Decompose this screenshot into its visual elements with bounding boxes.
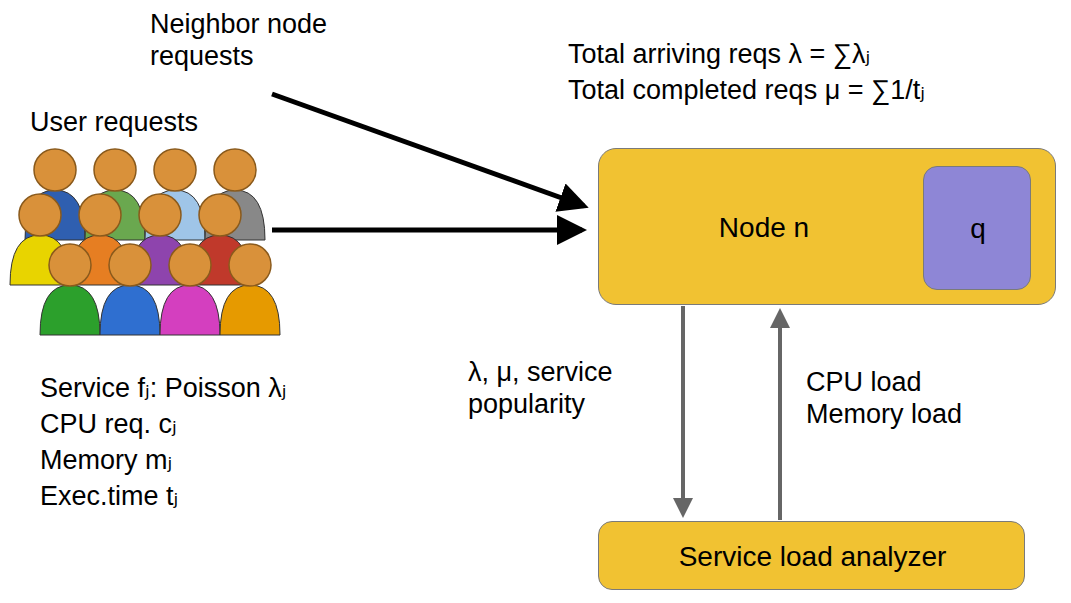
flow-arrow [778,312,782,520]
annotation-text: Memory mⱼ [40,444,460,476]
person-head [79,194,121,236]
person-head [139,194,181,236]
annotation-text: Total completed reqs μ = ∑1/tⱼ [568,74,1068,106]
person-body [220,285,280,335]
request-arrow [272,94,584,206]
person-head [169,244,211,286]
annotation-text: Service fⱼ: Poisson λⱼ [40,372,460,404]
node-label: Service load analyzer [679,540,947,574]
process-box: Node n q [598,148,1056,305]
node-text-area: Node n [599,149,929,306]
person-head [49,244,91,286]
person-head [34,149,76,191]
node-label: Node n [719,211,809,245]
person-head [154,149,196,191]
person-head [19,194,61,236]
edge-label: λ, μ, service popularity [468,356,673,421]
person-body [100,285,160,335]
edge-label: CPU load Memory load [806,366,1026,431]
person-head [229,244,271,286]
flow-arrow [681,306,685,514]
person-body [160,285,220,335]
annotation-text: Total arriving reqs λ = ∑λⱼ [568,38,1068,70]
person-head [199,194,241,236]
process-box: Service load analyzer [598,521,1025,590]
queue-box: q [923,166,1031,290]
person-head [94,149,136,191]
node-text-area: q [924,167,1032,291]
person-body [40,285,100,335]
person-head [109,244,151,286]
annotation-text: CPU req. cⱼ [40,408,460,440]
annotation-text: User requests [30,106,290,138]
annotation-text: Neighbor node requests [150,8,370,73]
annotation-text: Exec.time tⱼ [40,480,460,512]
node-text-area: Service load analyzer [599,522,1026,591]
users-icon [10,149,280,335]
request-arrow [272,228,582,233]
node-label: q [970,212,986,246]
person-head [214,149,256,191]
